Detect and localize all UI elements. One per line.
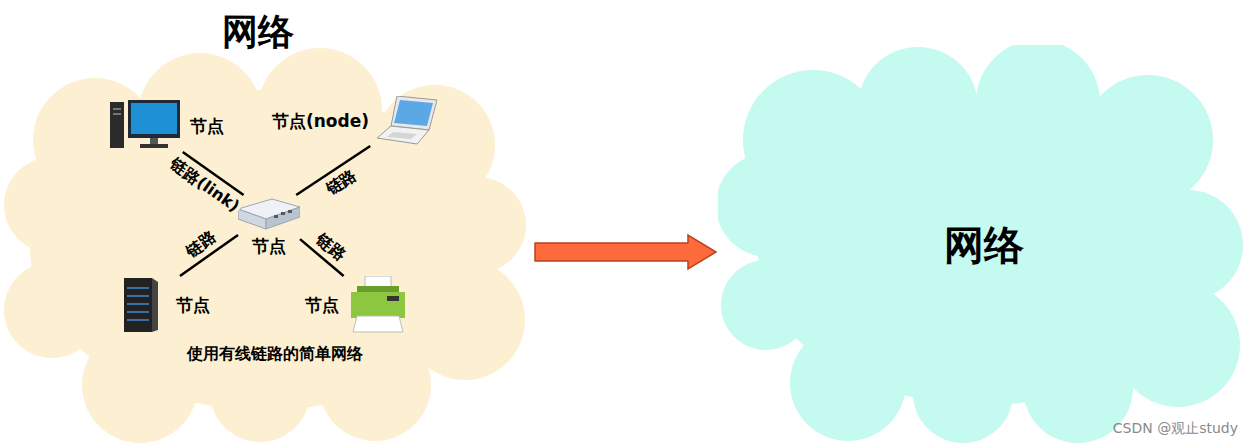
icon-part [387,132,417,139]
icon-part [110,102,124,148]
network-caption: 使用有线链路的简单网络 [187,344,363,365]
network-node: 节点 [118,276,210,334]
cloud-part [1133,190,1243,300]
icon-part [128,100,180,138]
cloud-part [913,343,1013,443]
icon-part [127,295,149,297]
icon-part [266,207,300,229]
cloud-part [258,48,382,172]
network-node: 节点 [305,276,409,334]
icon-part [377,126,429,144]
icon-part [353,316,403,332]
icon-part [140,144,168,148]
cloud-part [1083,75,1213,205]
icon-part [288,210,292,213]
device-icon [118,276,160,334]
node-label: 节点 [305,294,339,317]
network-title: 网络 [944,218,1024,273]
node-label: 节点 [190,115,224,138]
cloud-part [4,262,100,358]
cloud-part [82,327,198,443]
cloud-part [718,153,820,257]
node-label: 节点 [176,294,210,317]
cloud-part [976,45,1100,164]
device-icon [347,276,409,334]
watermark: CSDN @观止study [1113,420,1238,438]
network-title: 网络 [222,8,294,57]
icon-part [127,311,149,313]
icon-part [387,296,399,301]
icon-part [394,100,433,126]
icon-part [113,108,121,110]
network-node: 节点 [110,100,224,152]
icon-part [127,303,149,305]
device-icon [110,100,182,152]
cloud-part [858,47,978,167]
network-node: 节点(node) [272,96,439,146]
network-cloud: 网络 [718,45,1250,446]
icon-part [274,215,278,218]
icon-part [351,292,405,318]
icon-part [131,103,177,134]
node-label: 节点 [252,235,286,258]
device-icon [377,96,439,146]
cloud-part [4,157,100,253]
network-cloud: 网络使用有线链路的简单网络节点节点(node)节点节点节点 [0,0,530,446]
icon-part [391,96,437,130]
cloud-part [430,177,526,273]
icon-part [124,278,152,332]
icon-part [152,278,158,332]
icon-part [238,209,266,229]
cloud-part [721,260,811,350]
cloud-part [790,325,906,441]
icon-part [127,319,149,321]
cloud-part [1116,283,1240,407]
node-label: 节点(node) [272,110,369,133]
flow-arrow [535,235,716,269]
icon-part [281,212,285,215]
icon-part [113,113,121,115]
device-icon [238,195,300,231]
icon-part [150,138,158,144]
icon-part [127,287,149,289]
network-node: 节点 [238,195,300,258]
